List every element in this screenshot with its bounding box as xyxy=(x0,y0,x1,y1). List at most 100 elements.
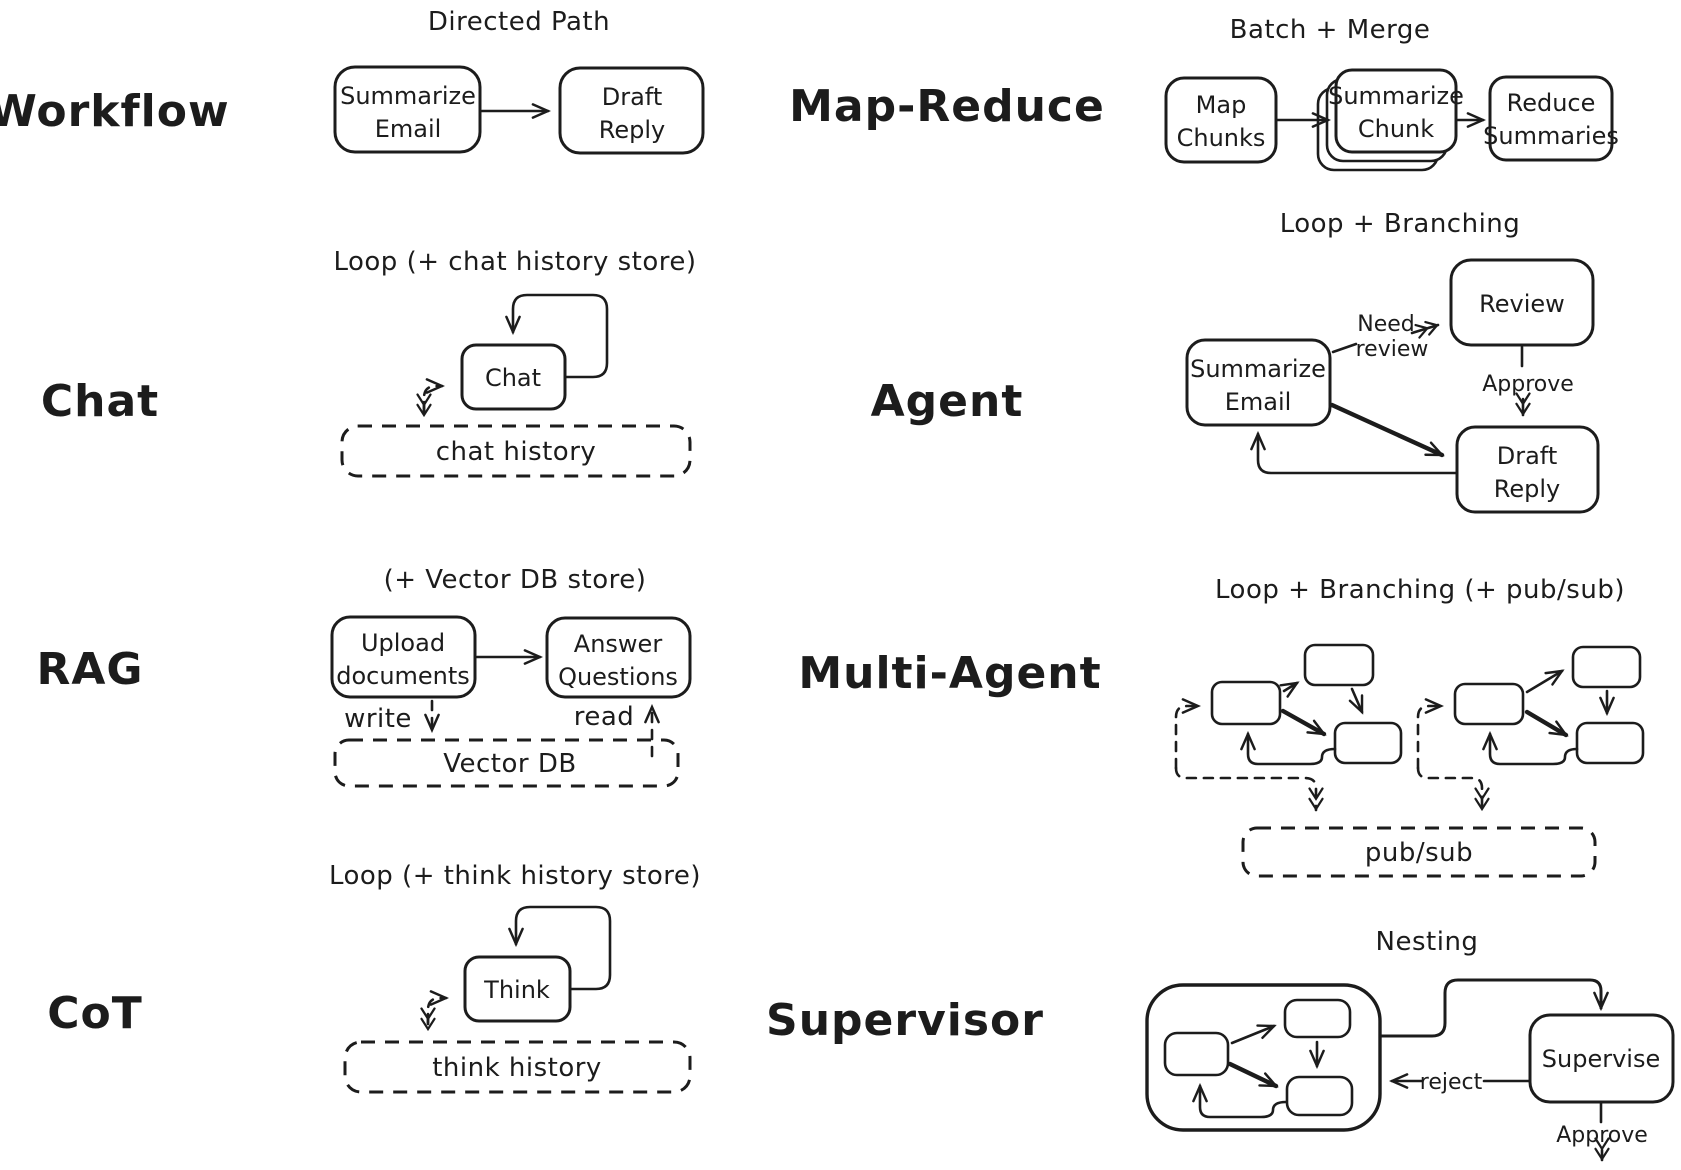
summarize-chunk-label-line2: Chunk xyxy=(1358,115,1434,143)
agent-draft-reply-label-line1: Draft xyxy=(1497,442,1558,470)
cluster1-loop-back xyxy=(1248,734,1337,766)
rag-vector-db-store-label: Vector DB xyxy=(443,749,576,779)
multi-agent-pubsub-store-label: pub/sub xyxy=(1365,838,1473,868)
rag-vector-db-store xyxy=(333,738,680,788)
cluster1-left-to-top-arrow xyxy=(1284,683,1297,691)
multi-agent-cluster-2 xyxy=(1416,645,1645,812)
cluster2-pubsub-in-arrow xyxy=(1416,706,1441,770)
cluster1-pubsub-in-arrow xyxy=(1174,706,1198,770)
rag-write-edge-label: write xyxy=(344,704,412,734)
nested-left-node xyxy=(1163,1031,1230,1077)
cot-think-history-store xyxy=(343,1040,692,1094)
summarize-chunk-label-line1: Summarize xyxy=(1328,82,1464,110)
agent-pattern-title: Loop + Branching xyxy=(1280,209,1521,239)
chat-history-store xyxy=(340,424,692,478)
rag-upload-documents-node xyxy=(330,615,477,699)
cluster1-top-to-bottom-arrow xyxy=(1352,687,1364,712)
cluster1-left-to-bottom-arrow xyxy=(1280,708,1324,737)
supervisor-nested-container xyxy=(1145,983,1382,1132)
section-cot: Loop (+ think history store) CoT Think t… xyxy=(47,861,701,1094)
summarize-chunk-node xyxy=(1334,68,1458,154)
cluster2-pubsub-out-arrow xyxy=(1416,766,1490,812)
workflow-draft-reply-label-line1: Draft xyxy=(602,83,663,111)
cot-think-node xyxy=(463,955,572,1023)
cluster2-left-to-bottom-arrow xyxy=(1524,709,1566,738)
cluster2-loop-back xyxy=(1490,734,1579,766)
container-to-supervise-arrow xyxy=(1378,978,1601,1038)
section-supervisor: Nesting Supervisor Supervise reject Appr… xyxy=(766,927,1675,1162)
agent-need-review-edge-label-line2: review xyxy=(1356,337,1429,362)
agent-summarize-email-label-line1: Summarize xyxy=(1190,355,1326,383)
section-rag: (+ Vector DB store) RAG Upload documents… xyxy=(36,565,692,788)
supervisor-section-label: Supervisor xyxy=(766,995,1044,1046)
rag-answer-questions-label-line2: Questions xyxy=(558,663,678,691)
agent-draft-reply-node xyxy=(1455,425,1600,514)
cluster2-bottom-node xyxy=(1575,721,1645,765)
agent-summarize-email-node xyxy=(1185,338,1332,427)
agent-summarize-to-draft-arrow xyxy=(1329,402,1442,458)
cot-think-history-store-label: think history xyxy=(432,1053,602,1083)
workflow-draft-reply-node xyxy=(558,66,705,155)
map-reduce-pattern-title: Batch + Merge xyxy=(1230,15,1431,45)
workflow-summarize-email-node xyxy=(333,65,482,154)
nested-loop-back xyxy=(1200,1086,1288,1119)
cluster1-left-node xyxy=(1210,680,1282,726)
cluster1-top-node xyxy=(1303,643,1375,687)
agent-review-node xyxy=(1449,258,1595,347)
chat-history-store-label: chat history xyxy=(436,437,597,467)
nested-bottom-node xyxy=(1285,1075,1354,1117)
agent-need-review-arrow xyxy=(1410,320,1440,339)
cluster1-pubsub-out-arrow xyxy=(1174,766,1324,812)
workflow-summarize-email-label-line1: Summarize xyxy=(340,82,476,110)
rag-answer-questions-node xyxy=(545,616,692,699)
rag-section-label: RAG xyxy=(36,644,143,695)
map-reduce-section-label: Map-Reduce xyxy=(789,81,1105,132)
rag-upload-documents-label-line2: documents xyxy=(336,662,470,690)
agent-review-label: Review xyxy=(1479,290,1565,318)
agent-need-review-edge-tick xyxy=(1331,342,1358,354)
cluster2-left-to-top-arrow xyxy=(1525,671,1562,694)
cluster1-bottom-node xyxy=(1333,721,1403,765)
agent-approve-edge-label: Approve xyxy=(1482,372,1574,397)
map-chunks-label-line1: Map xyxy=(1196,91,1247,119)
chat-loop-arrow xyxy=(513,293,609,379)
reduce-summaries-label-line2: Summaries xyxy=(1483,122,1619,150)
supervisor-pattern-title: Nesting xyxy=(1376,927,1479,957)
reduce-summaries-label-line1: Reduce xyxy=(1507,89,1596,117)
cot-section-label: CoT xyxy=(47,988,143,1039)
chat-store-read-arrow xyxy=(422,386,442,414)
agent-draft-reply-label-line2: Reply xyxy=(1494,475,1560,503)
rag-read-edge-label: read xyxy=(574,702,635,732)
reduce-summaries-node xyxy=(1488,75,1614,162)
cluster2-left-node xyxy=(1453,682,1525,726)
agent-draft-to-summarize-loop xyxy=(1258,434,1459,475)
agent-section-label: Agent xyxy=(871,376,1024,427)
cluster2-top-node xyxy=(1571,645,1642,689)
rag-pattern-title: (+ Vector DB store) xyxy=(384,565,647,595)
nested-left-to-top-arrow xyxy=(1230,1026,1274,1045)
chat-section-label: Chat xyxy=(41,376,159,427)
chat-pattern-title: Loop (+ chat history store) xyxy=(333,247,696,277)
workflow-section-label: Workflow xyxy=(0,86,230,137)
nested-left-to-bottom-arrow xyxy=(1227,1061,1276,1089)
multi-agent-cluster-1 xyxy=(1174,643,1403,812)
agent-need-review-edge-label-line1: Need xyxy=(1357,312,1415,337)
multi-agent-pattern-title: Loop + Branching (+ pub/sub) xyxy=(1215,575,1625,605)
section-map-reduce: Batch + Merge Map-Reduce Map Chunks Summ… xyxy=(789,15,1619,172)
cot-think-node-label: Think xyxy=(483,976,550,1004)
section-workflow: Directed Path Workflow Summarize Email D… xyxy=(0,7,705,155)
nested-top-node xyxy=(1283,998,1352,1039)
map-chunks-label-line2: Chunks xyxy=(1177,124,1266,152)
reject-edge-label: reject xyxy=(1420,1070,1483,1095)
section-agent: Loop + Branching Agent Review Summarize … xyxy=(871,209,1600,514)
cot-loop-arrow xyxy=(516,905,612,991)
chat-node xyxy=(460,343,567,411)
cot-store-read-arrow xyxy=(426,998,446,1026)
approve-edge-label: Approve xyxy=(1556,1123,1648,1148)
rag-upload-documents-label-line1: Upload xyxy=(361,629,445,657)
rag-answer-questions-label-line1: Answer xyxy=(574,630,663,658)
workflow-pattern-title: Directed Path xyxy=(428,7,610,37)
multi-agent-section-label: Multi-Agent xyxy=(798,648,1101,699)
